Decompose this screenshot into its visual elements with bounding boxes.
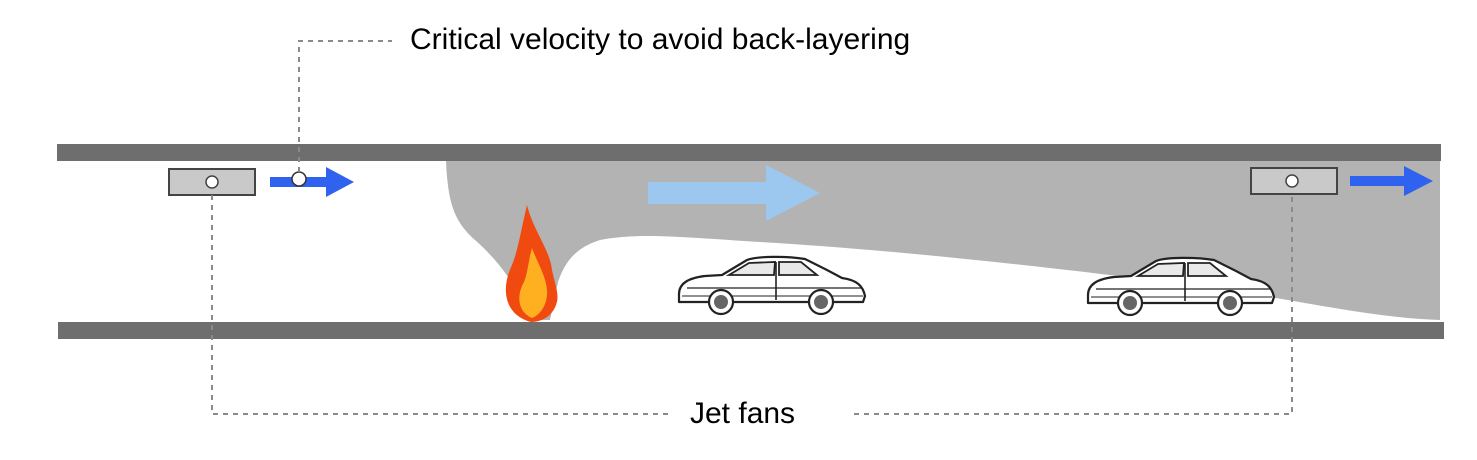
velocity-probe [291, 171, 307, 187]
arrow-right-icon [1350, 166, 1433, 196]
jet-fan-left [168, 168, 256, 196]
jet-fan-right [1250, 167, 1338, 195]
critical-velocity-label: Critical velocity to avoid back-layering [410, 23, 910, 56]
car-icon [677, 255, 867, 316]
smoke-flow-arrow-icon [648, 165, 820, 221]
tunnel-floor [58, 322, 1444, 339]
jet-fans-leader-right [854, 194, 1293, 415]
jet-fans-leader-left [211, 195, 672, 415]
tunnel-ceiling [57, 144, 1441, 161]
flame-icon [505, 205, 558, 322]
jet-fans-label: Jet fans [690, 397, 795, 430]
arrow-right-icon [270, 167, 354, 197]
critical-velocity-leader [298, 40, 392, 172]
